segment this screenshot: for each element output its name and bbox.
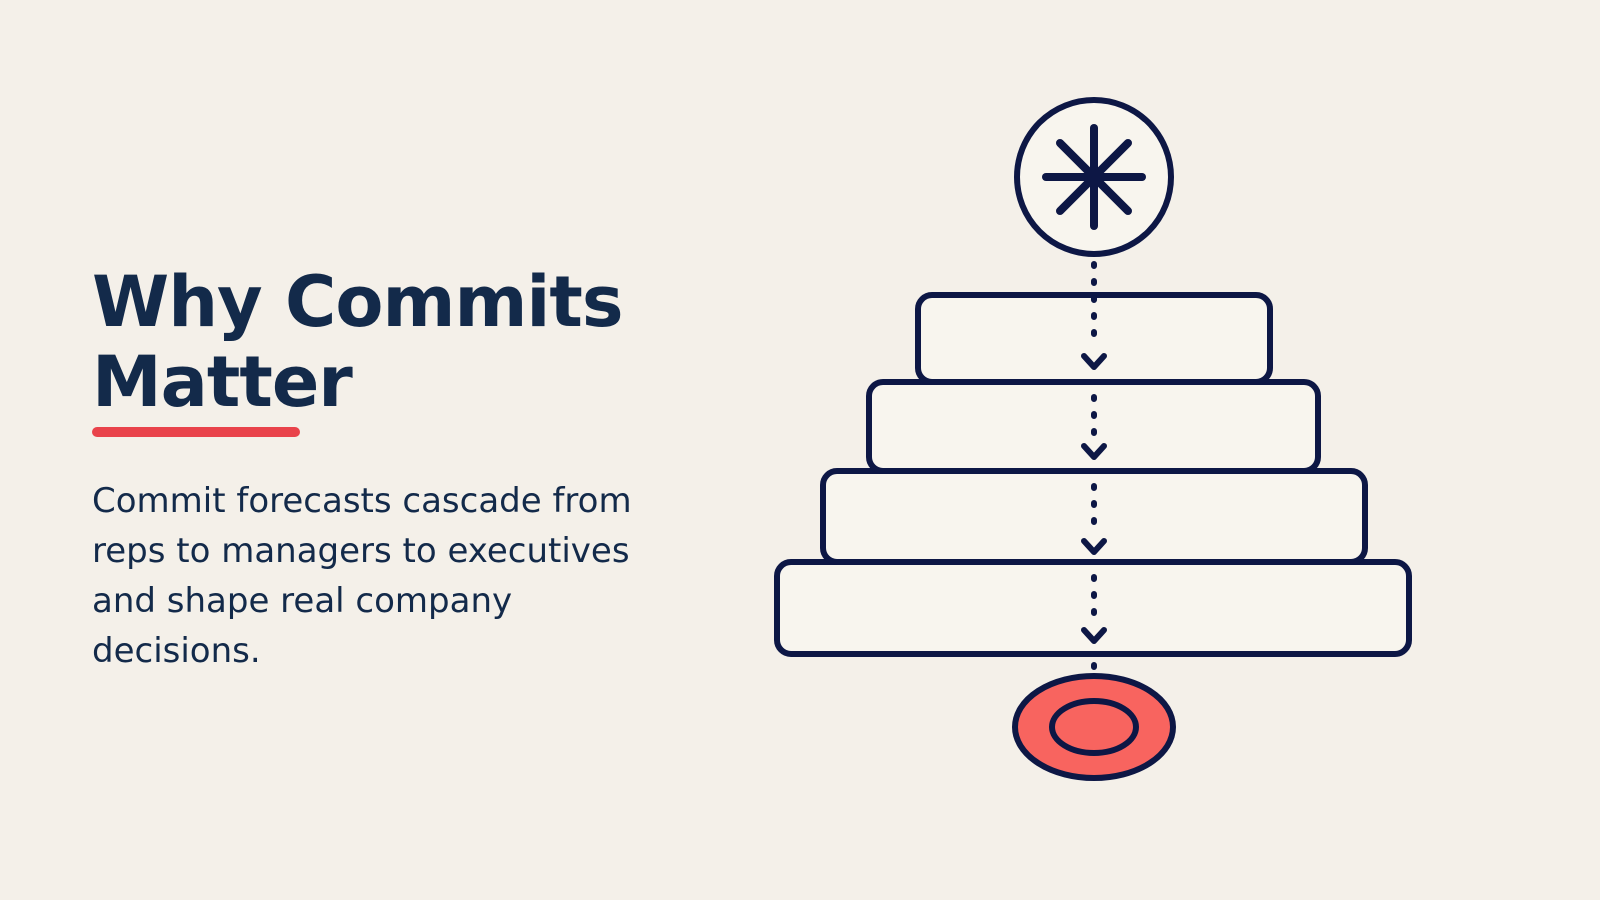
title-line-1: Why Commits bbox=[92, 261, 624, 343]
arrowhead bbox=[1081, 538, 1107, 555]
title-underline bbox=[92, 427, 300, 437]
slide-body: Commit forecasts cascade from reps to ma… bbox=[92, 481, 632, 671]
arrowhead bbox=[1081, 353, 1107, 370]
arrowhead bbox=[1081, 443, 1107, 460]
title-line-2: Matter bbox=[92, 341, 353, 423]
arrowhead bbox=[1081, 627, 1107, 644]
title-block: Why Commits Matter bbox=[92, 262, 692, 422]
asterisk-icon bbox=[1014, 97, 1174, 257]
target-icon bbox=[1012, 673, 1176, 781]
slide-title: Why Commits Matter bbox=[92, 262, 692, 422]
target-inner bbox=[1049, 698, 1139, 756]
commit-cascade-diagram bbox=[774, 97, 1412, 781]
target-outer bbox=[1012, 673, 1176, 781]
tiers bbox=[774, 292, 1412, 657]
